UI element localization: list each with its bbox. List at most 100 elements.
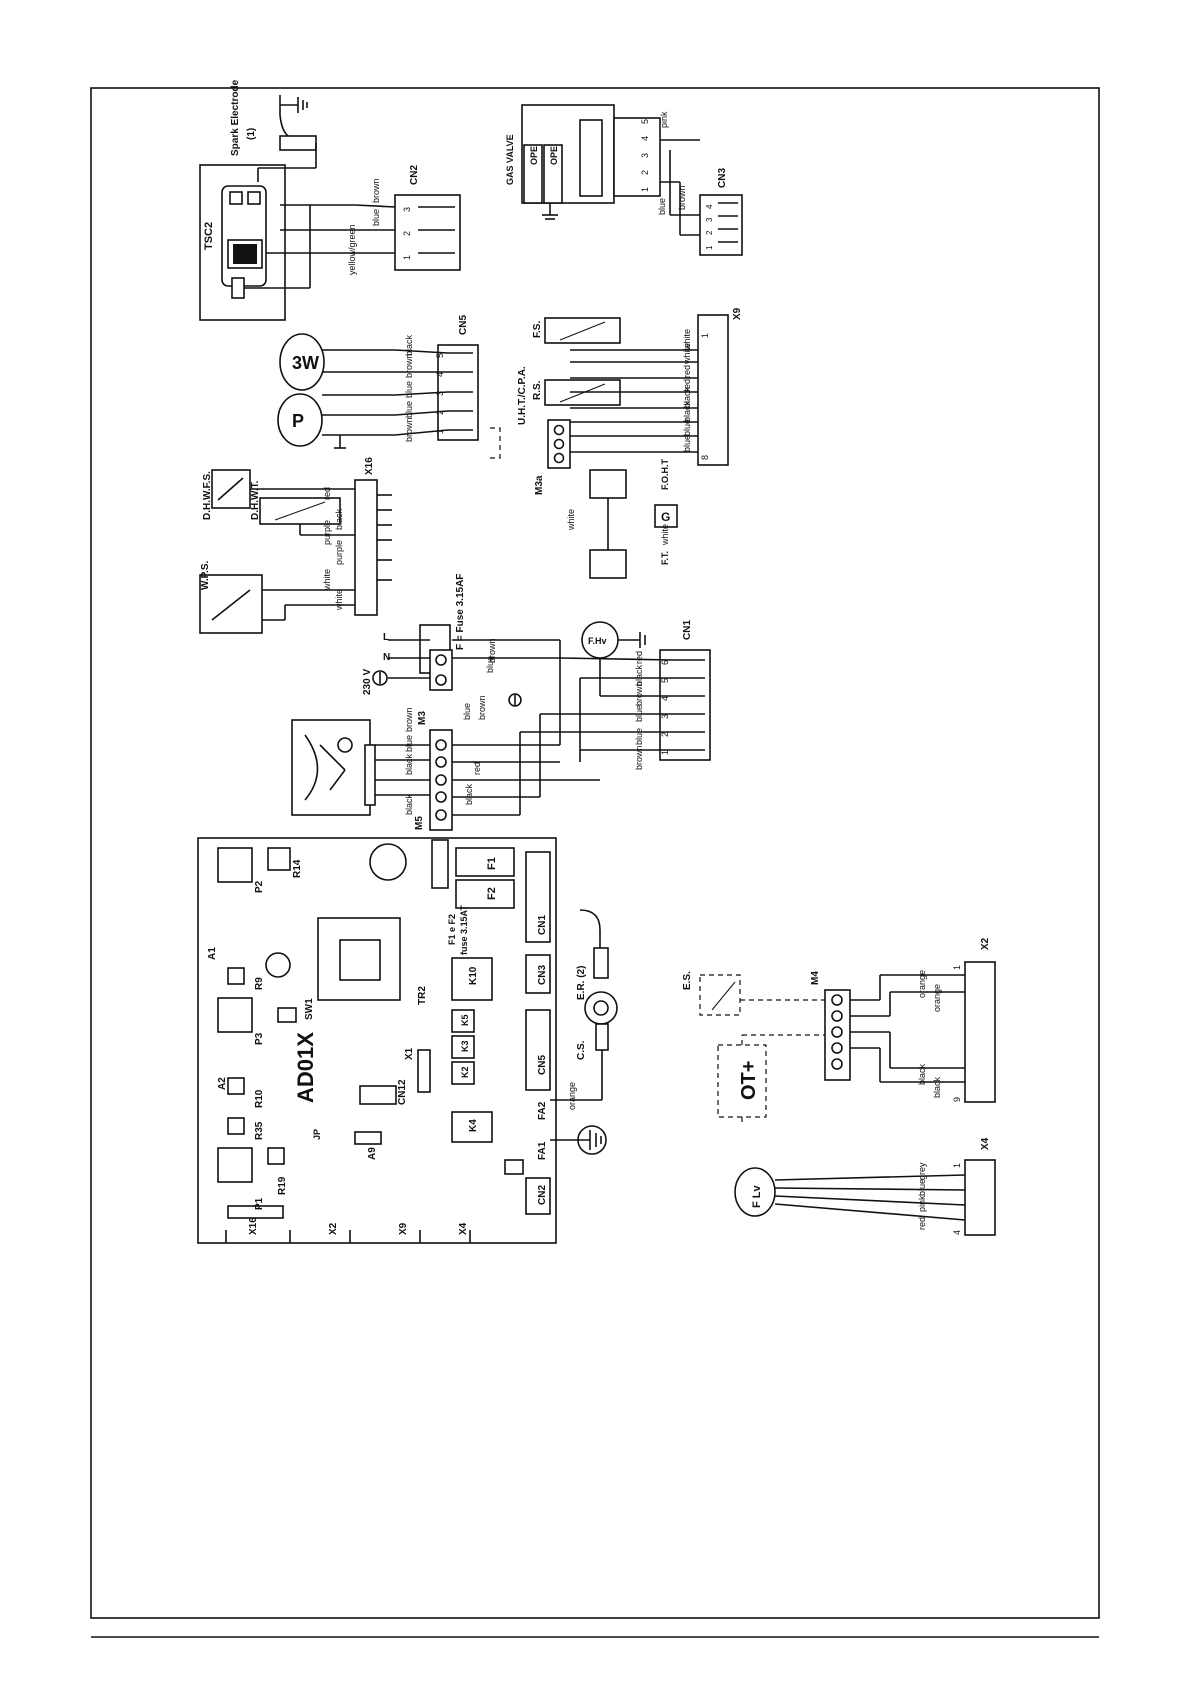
- f1f2-fuse-label: fuse 3.15AT: [459, 905, 469, 955]
- cn1-wire-4: brown: [634, 681, 644, 706]
- foht-wire: white: [660, 524, 670, 546]
- er-cs-group: E.R. (2) C.S. orange: [550, 909, 618, 1155]
- ope-label-1: OPE: [529, 146, 539, 165]
- ot-label: OT+: [738, 1061, 760, 1100]
- m4-label: M4: [810, 971, 821, 985]
- a1-label: A1: [207, 947, 218, 960]
- valve-3w-label: 3W: [292, 353, 319, 373]
- g-label: G: [661, 510, 670, 524]
- cn1-wire-2: blue: [634, 728, 644, 745]
- cn3-wire-brown: brown: [677, 185, 687, 210]
- spark-electrode: Spark Electrode (1): [230, 79, 317, 182]
- k5-label: K5: [460, 1014, 470, 1026]
- cn3-connector: 1 2 3 4 blue brown CN3: [657, 168, 743, 256]
- x4-wire-1: grey: [917, 1162, 927, 1180]
- pcb-cn2-label: CN2: [537, 1185, 548, 1205]
- r35-label: R35: [254, 1121, 265, 1140]
- svg-text:5: 5: [640, 119, 650, 124]
- x9-pin-1: 1: [700, 333, 710, 338]
- svg-text:3: 3: [640, 153, 650, 158]
- m3a-label: M3a: [534, 475, 545, 495]
- cn2-wire-1: yellow/green: [347, 224, 357, 275]
- cn5-wire-3: blue: [404, 381, 414, 398]
- x9-wire-4: red: [682, 379, 692, 392]
- x2-pin-9: 9: [952, 1097, 962, 1102]
- m3-mid-brown: brown: [477, 695, 487, 720]
- m5-right-red: red: [472, 762, 482, 775]
- svg-text:1: 1: [705, 245, 714, 250]
- x9-wire-8: blue: [682, 435, 692, 452]
- m3-wire-brown: brown: [487, 638, 497, 663]
- sw1-label: SW1: [304, 998, 315, 1020]
- x4-wire-4: red: [917, 1217, 927, 1230]
- cn2-label: CN2: [409, 165, 420, 185]
- r9-label: R9: [254, 977, 265, 990]
- p3-label: P3: [254, 1032, 265, 1045]
- x9-wire-5: black: [682, 386, 692, 408]
- x9-wire-3: red: [682, 365, 692, 378]
- cn5-wire-4: brown: [404, 353, 414, 378]
- x16-wire-1: white: [334, 589, 344, 611]
- x4-wire-3: pink: [917, 1195, 927, 1212]
- svg-text:3: 3: [435, 391, 445, 396]
- spark-electrode-index: (1): [246, 128, 257, 140]
- f2-label: F2: [486, 887, 498, 900]
- m5-wire-3: blue: [404, 735, 414, 752]
- l-label: L: [383, 632, 389, 643]
- x4-pin-4: 4: [952, 1230, 962, 1235]
- x16-wire-2: white: [322, 569, 332, 591]
- pcb-x9-label: X9: [398, 1222, 409, 1235]
- svg-text:3: 3: [705, 217, 714, 222]
- fuse-f-label: F = Fuse 3.15AF: [455, 574, 466, 650]
- x16-group: D.H.W.F.S. D.H.W.T. W.P.S. white white p…: [199, 457, 392, 634]
- cn1-wire-6: red: [634, 651, 644, 664]
- svg-text:4: 4: [660, 696, 670, 701]
- m5-right-black: black: [464, 783, 474, 805]
- motor-m5: M5 black black blue brown black red: [291, 707, 600, 831]
- fan-label: F.Hv: [588, 636, 607, 646]
- m5-label: M5: [414, 816, 425, 830]
- cn5-group: 3W P 1 2 3 4 5 brown blue blue brown bla…: [277, 315, 479, 449]
- pcb-x2-label: X2: [328, 1222, 339, 1235]
- k4-label: K4: [468, 1119, 479, 1132]
- fan-fhv: F.Hv: [581, 621, 646, 659]
- svg-text:1: 1: [660, 750, 670, 755]
- svg-text:2: 2: [640, 170, 650, 175]
- x4-group: F Lv grey blue pink red 1 4 X4: [734, 1137, 996, 1236]
- x9-pin-8: 8: [700, 455, 710, 460]
- svg-text:2: 2: [705, 230, 714, 235]
- es-label: E.S.: [682, 971, 693, 990]
- x4-wire-2: blue: [917, 1179, 927, 1196]
- m3-label: M3: [417, 711, 428, 725]
- m5-wire-4: brown: [404, 707, 414, 732]
- svg-text:2: 2: [435, 410, 445, 415]
- m3-mid-blue: blue: [462, 703, 472, 720]
- x4-pin-1: 1: [952, 1163, 962, 1168]
- ope-label-2: OPE: [549, 146, 559, 165]
- pcb-fa1-label: FA1: [537, 1141, 548, 1160]
- svg-text:6: 6: [660, 660, 670, 665]
- x16-wire-6: red: [322, 487, 332, 500]
- ft-label: F.T.: [660, 551, 670, 565]
- pcb-cn1-label: CN1: [537, 915, 548, 935]
- x9-wire-6: black: [682, 400, 692, 422]
- page-frame: [90, 87, 1100, 1619]
- n-label: N: [383, 652, 390, 663]
- cn3-label: CN3: [717, 168, 728, 188]
- jp-label: JP: [312, 1129, 322, 1140]
- er-label: E.R. (2): [576, 966, 587, 1000]
- tsc2-label: TSC2: [203, 222, 215, 250]
- cn1-connector: 1 2 3 4 5 6 brown blue blue brown black …: [519, 620, 711, 815]
- x2-pin-1: 1: [952, 965, 962, 970]
- svg-text:4: 4: [435, 372, 445, 377]
- x9-wire-2: white: [682, 343, 692, 365]
- cn2-wire-3: brown: [371, 178, 381, 203]
- dhwt-label: D.H.W.T.: [250, 480, 261, 520]
- x16-wire-4: purple: [322, 520, 332, 545]
- pcb-cn5-label: CN5: [537, 1055, 548, 1075]
- gas-valve: OPE OPE GAS VALVE 1 2 3 4 5 pink: [505, 104, 700, 236]
- cn5-wire-1: brown: [404, 417, 414, 442]
- svg-text:4: 4: [705, 204, 714, 209]
- x9-wire-7: blue: [682, 419, 692, 436]
